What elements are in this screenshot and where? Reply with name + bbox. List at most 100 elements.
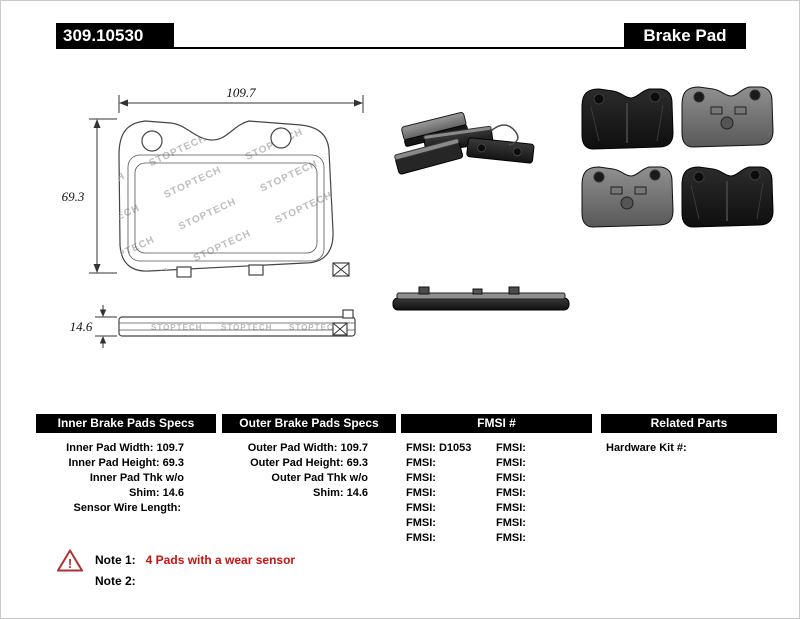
outer-specs-column: Outer Pad Width:109.7 Outer Pad Height:6…	[222, 441, 368, 501]
fmsi-cell: FMSI:	[496, 531, 592, 546]
mount-hole-right	[270, 127, 292, 149]
spec-label: Outer Pad Thk w/o Shim:	[271, 472, 368, 499]
fmsi-cell: FMSI:D1053	[401, 441, 496, 456]
thickness-dimension: 14.6	[70, 305, 117, 348]
related-parts-header: Related Parts	[601, 414, 777, 433]
spec-label: Outer Pad Height:	[250, 457, 344, 469]
fmsi-label: FMSI:	[406, 457, 436, 469]
fmsi-label: FMSI:	[496, 517, 526, 529]
thickness-dim-label: 14.6	[70, 319, 93, 334]
spec-row: Hardware Kit #:	[606, 441, 776, 456]
fmsi-value: D1053	[438, 442, 472, 454]
note1-label: Note 1:	[95, 553, 136, 567]
note2-label: Note 2:	[95, 574, 136, 588]
fmsi-header: FMSI #	[401, 414, 592, 433]
spec-label: Sensor Wire Length:	[73, 502, 181, 514]
bottom-tab-left	[176, 266, 192, 278]
fmsi-cell: FMSI:	[496, 441, 592, 456]
fmsi-cell: FMSI:	[401, 501, 496, 516]
fmsi-cell: FMSI:	[401, 516, 496, 531]
part-number: 309.10530	[56, 23, 174, 49]
fmsi-label: FMSI:	[496, 442, 526, 454]
watermark-text: STOPTECH	[221, 323, 272, 332]
edge-friction	[392, 297, 570, 311]
fmsi-label: FMSI:	[496, 532, 526, 544]
fmsi-cell: FMSI:	[496, 486, 592, 501]
fmsi-cell: FMSI:	[401, 531, 496, 546]
fmsi-cell: FMSI:	[496, 501, 592, 516]
watermark-text: STOPTECH	[151, 323, 202, 332]
spec-label: Inner Pad Thk w/o Shim:	[89, 472, 184, 499]
spec-label: Inner Pad Width:	[66, 442, 154, 454]
spec-row: Sensor Wire Length:	[36, 501, 184, 516]
fmsi-cell: FMSI:	[496, 516, 592, 531]
spec-value: 109.7	[156, 442, 184, 454]
fmsi-row: FMSI: FMSI:	[401, 531, 592, 546]
spec-row: Outer Pad Width:109.7	[222, 441, 368, 456]
side-pad-outline: STOPTECH STOPTECH STOPTECH	[118, 309, 356, 337]
product-photo-pad-edge	[392, 286, 570, 311]
product-photo-pads-angled	[394, 111, 535, 175]
spec-row: Inner Pad Thk w/o Shim:14.6	[36, 471, 184, 501]
note-2: Note 2:	[95, 574, 146, 588]
pad-photo-3	[394, 138, 464, 175]
stoptech-watermark: STOPTECH STOPTECH STOPTECH	[151, 323, 340, 332]
pad-photo-4	[466, 137, 535, 164]
pad-friction-bottom-right	[681, 166, 774, 228]
fmsi-row: FMSI:D1053 FMSI:	[401, 441, 592, 456]
fmsi-label: FMSI:	[406, 532, 436, 544]
bottom-tab-right	[248, 264, 264, 276]
note-1: Note 1: 4 Pads with a wear sensor	[95, 553, 295, 567]
spec-label: Outer Pad Width:	[247, 442, 338, 454]
fmsi-cell: FMSI:	[401, 486, 496, 501]
warning-icon: !	[57, 549, 83, 572]
front-view-drawing: 109.7 69.3 STOPTECH STOPTECH STOPTECH ST…	[62, 85, 364, 278]
width-dimension: 109.7	[118, 85, 364, 113]
watermark-text: STOPTECH	[289, 323, 340, 332]
mount-hole-left	[141, 130, 163, 152]
fmsi-cell: FMSI:	[401, 471, 496, 486]
fmsi-label: FMSI:	[406, 472, 436, 484]
fmsi-column: FMSI:D1053 FMSI: FMSI: FMSI: FMSI: FMSI:…	[401, 441, 592, 546]
fmsi-label: FMSI:	[406, 487, 436, 499]
sensor-wire	[490, 124, 519, 146]
pad-backplate-top-right	[681, 86, 774, 148]
header-rule: 309.10530 Brake Pad	[56, 23, 746, 49]
spec-value: 69.3	[162, 457, 184, 469]
retainer-clip	[342, 309, 354, 319]
product-type: Brake Pad	[624, 23, 746, 49]
edge-clip-right	[508, 286, 520, 295]
note1-text: 4 Pads with a wear sensor	[145, 553, 296, 567]
fmsi-row: FMSI: FMSI:	[401, 486, 592, 501]
spec-value: 69.3	[346, 457, 368, 469]
spec-row: Outer Pad Height:69.3	[222, 456, 368, 471]
pad-friction-top-left	[581, 88, 674, 150]
wear-sensor-mark	[332, 322, 348, 336]
fmsi-row: FMSI: FMSI:	[401, 471, 592, 486]
spec-label: Inner Pad Height:	[68, 457, 160, 469]
spec-row: Inner Pad Width:109.7	[36, 441, 184, 456]
spec-value: 14.6	[346, 487, 368, 499]
fmsi-cell: FMSI:	[496, 456, 592, 471]
height-dimension: 69.3	[62, 118, 117, 274]
fmsi-label: FMSI:	[496, 502, 526, 514]
height-dim-label: 69.3	[62, 189, 85, 204]
edge-clip-left	[418, 286, 430, 295]
spec-value: 109.7	[340, 442, 368, 454]
inner-specs-column: Inner Pad Width:109.7 Inner Pad Height:6…	[36, 441, 184, 516]
related-parts-column: Hardware Kit #:	[606, 441, 776, 456]
warning-glyph: !	[68, 556, 72, 571]
fmsi-row: FMSI: FMSI:	[401, 456, 592, 471]
wear-sensor-mark	[332, 262, 350, 277]
spec-row: Inner Pad Height:69.3	[36, 456, 184, 471]
spec-value: 14.6	[162, 487, 184, 499]
fmsi-row: FMSI: FMSI:	[401, 516, 592, 531]
edge-clip-center	[472, 288, 483, 295]
pad-backplate-bottom-left	[581, 166, 674, 228]
fmsi-label: FMSI:	[496, 487, 526, 499]
fmsi-label: FMSI:	[406, 502, 436, 514]
fmsi-label: FMSI:	[496, 472, 526, 484]
product-photo-pad-set	[581, 86, 774, 228]
inner-specs-header: Inner Brake Pads Specs	[36, 414, 216, 433]
